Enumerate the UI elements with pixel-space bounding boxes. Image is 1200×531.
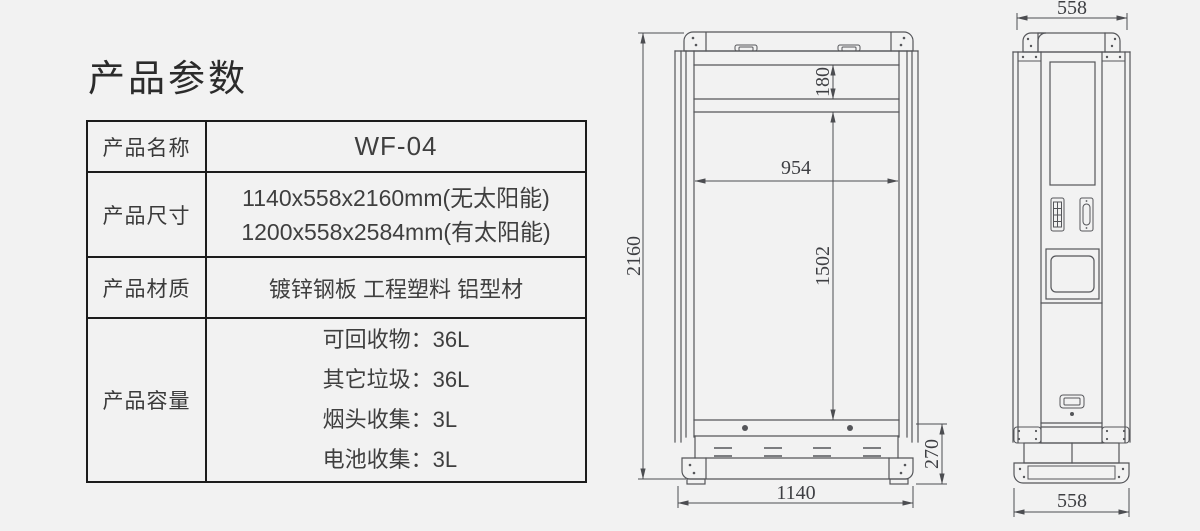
vent-slots	[714, 447, 881, 457]
product-name-value: WF-04	[354, 131, 438, 161]
page-title: 产品参数	[88, 58, 248, 99]
lock-handle	[1079, 197, 1094, 232]
technical-drawing: 2160 180 954 1502 270	[600, 0, 1200, 531]
product-capacity-value: 可回收物：36L 其它垃圾：36L 烟头收集：3L 电池收集：3L	[207, 319, 585, 481]
product-material-value: 镀锌钢板 工程塑料 铝型材	[268, 276, 524, 302]
row-label: 产品尺寸	[88, 173, 207, 256]
side-view-drawing: 558 558	[1012, 0, 1131, 517]
dim-base-height: 270	[921, 439, 943, 469]
capacity-battery: 电池收集：3L	[322, 447, 458, 472]
row-label: 产品名称	[88, 122, 207, 171]
capacity-other-waste: 其它垃圾：36L	[322, 367, 470, 392]
dim-top-depth: 558	[1057, 0, 1087, 19]
table-row-product-name: 产品名称 WF-04	[88, 122, 585, 171]
row-label: 产品材质	[88, 258, 207, 317]
front-view-dimensions: 2160 180 954 1502 270	[623, 32, 947, 508]
keypad	[1050, 197, 1065, 232]
table-row-product-capacity: 产品容量 可回收物：36L 其它垃圾：36L 烟头收集：3L 电池收集：3L	[88, 317, 585, 481]
front-view-drawing: 2160 180 954 1502 270	[623, 31, 947, 508]
capacity-cigarette: 烟头收集：3L	[322, 407, 458, 432]
capacity-lines: 可回收物：36L 其它垃圾：36L 烟头收集：3L 电池收集：3L	[323, 320, 470, 480]
dim-inner-width: 954	[781, 157, 811, 179]
side-view-dimensions: 558 558	[1013, 0, 1130, 517]
slot	[1059, 394, 1085, 416]
table-row-product-material: 产品材质 镀锌钢板 工程塑料 铝型材	[88, 256, 585, 317]
product-spec-table: 产品名称 WF-04 产品尺寸 1140x558x2160mm(无太阳能) 12…	[86, 120, 587, 483]
dim-total-height: 2160	[623, 236, 645, 276]
dim-door-height: 1502	[812, 246, 834, 286]
capacity-recyclable: 可回收物：36L	[322, 327, 470, 352]
dim-total-width: 1140	[776, 482, 815, 504]
table-row-product-size: 产品尺寸 1140x558x2160mm(无太阳能) 1200x558x2584…	[88, 171, 585, 256]
dim-bottom-depth: 558	[1057, 490, 1087, 512]
size-line-no-solar: 1140x558x2160mm(无太阳能)	[242, 184, 550, 211]
row-label: 产品容量	[88, 319, 207, 481]
size-line-solar: 1200x558x2584mm(有太阳能)	[241, 218, 551, 245]
dim-header-height: 180	[812, 67, 834, 97]
product-size-value: 1140x558x2160mm(无太阳能) 1200x558x2584mm(有太…	[207, 173, 585, 256]
